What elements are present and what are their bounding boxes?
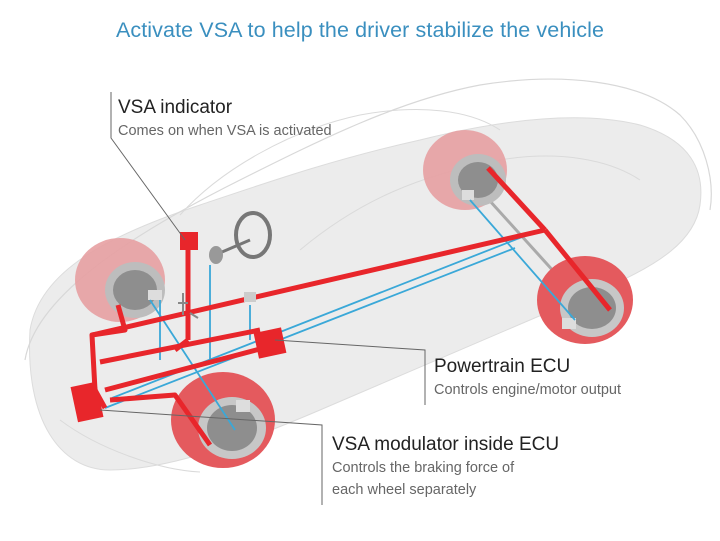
- wheel-rear-left: [423, 130, 507, 210]
- powertrain-ecu-label: Powertrain ECU Controls engine/motor out…: [434, 355, 621, 401]
- steering-wheel-icon: [209, 211, 272, 264]
- yaw-sensor-box: [244, 292, 256, 302]
- vsa-modulator-description-line1: Controls the braking force of: [332, 460, 515, 476]
- brake-lines: [89, 166, 612, 447]
- wheel-rear-right: [537, 256, 633, 344]
- vsa-indicator-label: VSA indicator Comes on when VSA is activ…: [118, 96, 332, 142]
- vsa-modulator-description-line2: each wheel separately: [332, 482, 477, 498]
- vsa-modulator-label: VSA modulator inside ECU Controls the br…: [332, 433, 559, 501]
- powertrain-ecu-heading: Powertrain ECU: [434, 356, 571, 377]
- vsa-modulator-unit: [70, 381, 104, 423]
- vsa-indicator-unit: [180, 232, 198, 250]
- powertrain-ecu-description: Controls engine/motor output: [434, 382, 621, 398]
- wheel-front-right: [171, 372, 275, 468]
- leader-lines: [99, 92, 426, 505]
- powertrain-ecu-unit: [253, 327, 287, 359]
- vsa-indicator-heading: VSA indicator: [118, 97, 233, 118]
- diagram-title: Activate VSA to help the driver stabiliz…: [115, 18, 605, 42]
- vsa-indicator-description: Comes on when VSA is activated: [118, 123, 332, 139]
- wheel-front-left: [75, 238, 165, 322]
- vsa-modulator-heading: VSA modulator inside ECU: [332, 434, 560, 455]
- pedal-sensor-icon: [178, 293, 199, 319]
